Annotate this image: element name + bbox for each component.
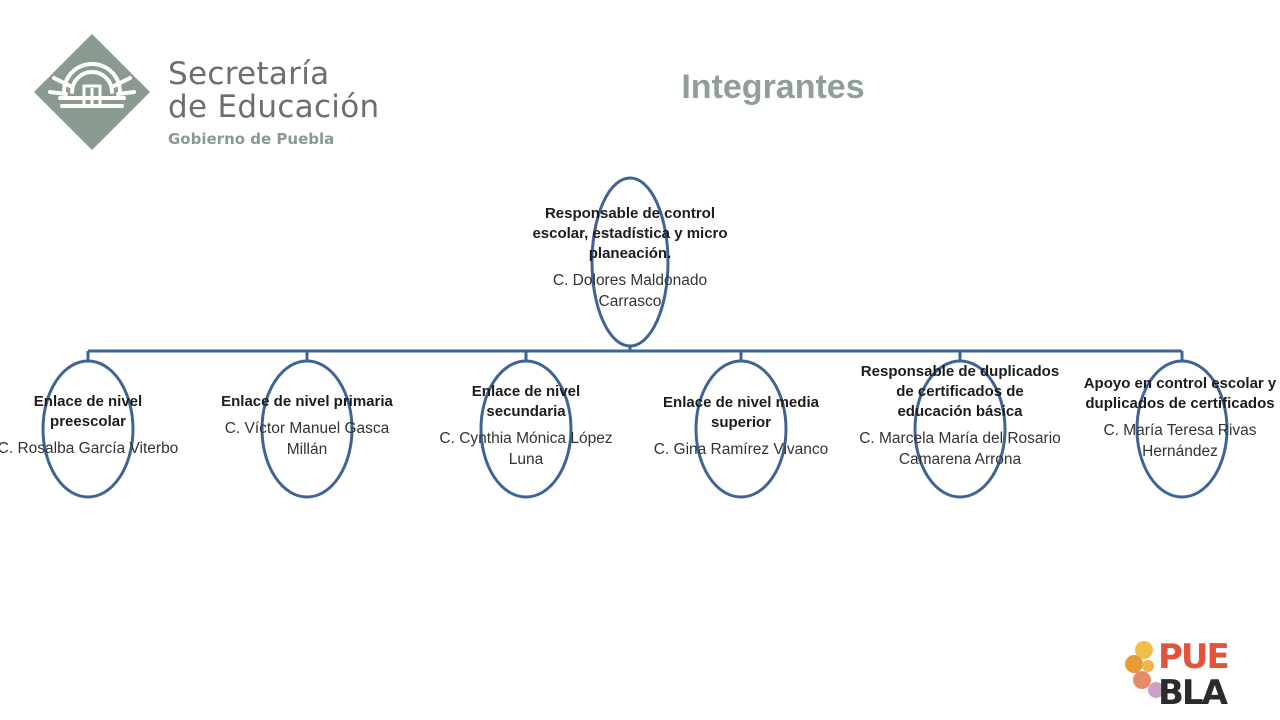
root-node: Responsable de control escolar, estadíst… xyxy=(530,204,730,312)
child-role-2: Enlace de nivel primaria xyxy=(221,393,393,410)
root-role: Responsable de control escolar, estadíst… xyxy=(532,205,728,262)
child-node-ellipse-5 xyxy=(913,359,1007,499)
child-node-3: Enlace de nivel secundaria C. Cynthia Mó… xyxy=(426,382,626,470)
puebla-logo-line-1: PUE xyxy=(1158,637,1228,677)
child-node-ellipse-2 xyxy=(260,359,354,499)
child-node-5: Responsable de duplicados de certificado… xyxy=(854,362,1066,470)
secretaria-emblem-icon xyxy=(34,34,150,150)
child-node-1: Enlace de nivel preescolar C. Rosalba Ga… xyxy=(0,392,181,459)
logo-line-1: Secretaría xyxy=(168,56,330,92)
child-node-4: Enlace de nivel media superior C. Gina R… xyxy=(641,393,841,460)
child-role-4: Enlace de nivel media superior xyxy=(663,394,819,431)
child-role-1: Enlace de nivel preescolar xyxy=(33,393,143,430)
root-name: C. Dolores Maldonado Carrasco xyxy=(552,272,708,310)
child-name-4: C. Gina Ramírez Vivanco xyxy=(653,441,829,458)
secretaria-logo: Secretaría de Educación Gobierno de Pueb… xyxy=(30,30,380,160)
child-name-5: C. Marcela María del Rosario Camarena Ar… xyxy=(859,430,1061,468)
child-name-1: C. Rosalba García Viterbo xyxy=(0,440,179,457)
puebla-logo-line-2: BLA xyxy=(1158,673,1229,708)
puebla-flower-icon xyxy=(1125,641,1164,698)
puebla-logo: PUE BLA xyxy=(1125,637,1231,708)
child-node-ellipse-3 xyxy=(479,359,573,499)
logo-line-2: de Educación xyxy=(168,89,380,125)
child-role-6: Apoyo en control escolar y duplicados de… xyxy=(1083,375,1277,412)
child-node-ellipse-1 xyxy=(41,359,135,499)
child-node-ellipse-4 xyxy=(694,359,788,499)
child-name-6: C. María Teresa Rivas Hernández xyxy=(1103,422,1257,460)
child-node-2: Enlace de nivel primaria C. Víctor Manue… xyxy=(207,392,407,460)
page-title: Integrantes xyxy=(681,68,865,106)
child-node-6: Apoyo en control escolar y duplicados de… xyxy=(1080,374,1280,462)
child-role-5: Responsable de duplicados de certificado… xyxy=(860,363,1060,420)
child-node-ellipse-6 xyxy=(1135,359,1229,499)
child-name-2: C. Víctor Manuel Gasca Millán xyxy=(224,420,390,458)
child-role-3: Enlace de nivel secundaria xyxy=(471,383,581,420)
logo-subtitle: Gobierno de Puebla xyxy=(168,130,335,148)
child-name-3: C. Cynthia Mónica López Luna xyxy=(439,430,613,468)
